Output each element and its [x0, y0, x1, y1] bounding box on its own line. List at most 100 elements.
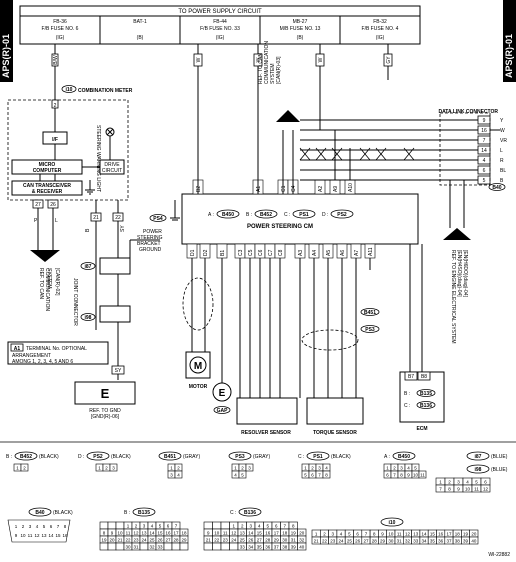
pscm-bottom-pin: C7 — [268, 249, 274, 256]
svg-text:26: 26 — [50, 202, 56, 208]
legend-pin: 38 — [455, 539, 461, 544]
e-ground — [212, 382, 232, 402]
resolver-wires — [239, 270, 281, 398]
svg-text:5: 5 — [43, 524, 46, 529]
legend-pin: 30 — [125, 545, 131, 550]
legend-color: (BLACK) — [53, 510, 73, 516]
meter-pin: 2 — [54, 103, 57, 109]
legend-connector-id: PS3 — [235, 454, 245, 460]
legend-pin: 31 — [133, 545, 139, 550]
legend-prefix: B : — [124, 510, 130, 516]
fuse-type: (IG) — [56, 35, 65, 41]
legend-pin: 1 — [170, 466, 173, 471]
e-ground-symbol: E — [219, 388, 226, 399]
legend-pin: 1 — [304, 466, 307, 471]
dlc-wire-color: R — [500, 158, 504, 164]
joint-tag-2-text: i98 — [85, 315, 92, 321]
legend-pin: 29 — [380, 539, 386, 544]
side-tab-left-text: APS(R)-01 — [1, 34, 11, 78]
legend-pin: 15 — [430, 532, 436, 537]
dlc-wire-color: W — [500, 128, 505, 134]
legend-pin: 37 — [446, 539, 452, 544]
svg-text:14: 14 — [48, 533, 54, 538]
legend-pin: 22 — [322, 539, 328, 544]
ecm-label: ECM — [416, 426, 427, 432]
legend-pin: 9 — [381, 532, 384, 537]
combination-meter-box — [7, 99, 129, 201]
ps4-tag-text: PS4 — [153, 216, 163, 222]
ref-can-left-3: [CAN(R)-02] — [54, 268, 60, 296]
pscm-tag-letter: B : — [246, 212, 252, 218]
meter-tag — [61, 85, 77, 93]
svg-text:2: 2 — [22, 524, 25, 529]
can-arrow-top — [276, 110, 300, 122]
dlc-pin: 4 — [483, 158, 486, 164]
fuse-type: (IG) — [376, 35, 385, 41]
dlc-pin: 14 — [481, 148, 487, 154]
legend-pin: 1 — [315, 532, 318, 537]
legend-pin: 3 — [112, 466, 115, 471]
svg-text:ARRANGEMENT: ARRANGEMENT — [12, 353, 51, 359]
legend-connector-id: B135 — [138, 510, 150, 516]
svg-text:P: P — [34, 218, 38, 224]
legend-pin: 7 — [365, 532, 368, 537]
legend-pin: 17 — [446, 532, 452, 537]
legend-pin: 7 — [318, 473, 321, 478]
gap-tag — [213, 406, 231, 414]
if-label: I/F — [52, 137, 58, 143]
legend-pin: 22 — [214, 538, 220, 543]
legend-pin: 10 — [214, 531, 220, 536]
legend-pin: 3 — [170, 473, 173, 478]
legend-pin: 4 — [258, 524, 261, 529]
ref-gnd-symbol: E — [101, 386, 110, 401]
power-supply-title: TO POWER SUPPLY CIRCUIT — [178, 9, 262, 15]
legend-pin: 11 — [474, 487, 479, 492]
svg-text:B: B — [85, 228, 91, 232]
svg-text:AMONG 1, 2, 3, 4, 5 AND 6: AMONG 1, 2, 3, 4, 5 AND 6 — [12, 359, 73, 365]
svg-text:W: W — [318, 57, 324, 62]
pscm-bottom-pin: C3 — [238, 249, 244, 256]
legend-pin: 28 — [372, 539, 378, 544]
side-tab-left — [0, 0, 13, 82]
legend-pin: 2 — [241, 524, 244, 529]
legend-pin: 19 — [101, 538, 107, 543]
legend-pin: 5 — [304, 473, 307, 478]
resolver-label: RESOLVER SENSOR — [241, 430, 291, 436]
pscm-top-pin: C4 — [291, 185, 297, 192]
legend-pin: 18 — [455, 532, 461, 537]
legend-pin: 40 — [471, 539, 477, 544]
svg-text:C :: C : — [404, 403, 410, 409]
legend-pin: 39 — [291, 545, 297, 550]
legend-pin: 29 — [274, 538, 280, 543]
svg-text:[CAN(R)-03]: [CAN(R)-03] — [276, 56, 282, 84]
svg-text:B7: B7 — [408, 374, 414, 380]
legend-pin: 3 — [457, 480, 460, 485]
legend-pin: 33 — [240, 545, 246, 550]
legend-color: (GRAY) — [253, 454, 270, 460]
svg-text:27: 27 — [35, 202, 41, 208]
legend-pin: 2 — [323, 532, 326, 537]
legend-pin: 1 — [234, 466, 237, 471]
joint-tag-2 — [80, 313, 96, 321]
joint-label: JOINT CONNECTOR — [72, 278, 78, 326]
fuse-type: (B) — [297, 35, 304, 41]
legend-pin: 8 — [292, 524, 295, 529]
legend-pin: 9 — [457, 487, 460, 492]
legend-pin: 1 — [16, 466, 19, 471]
legend-pin: 6 — [356, 532, 359, 537]
legend-pin: 10 — [413, 473, 419, 478]
legend-pin: 9 — [111, 531, 114, 536]
legend-pin: 24 — [141, 538, 147, 543]
motor-symbol: M — [194, 361, 202, 372]
legend-pin: 5 — [266, 524, 269, 529]
legend-pin: 2 — [448, 480, 451, 485]
legend-pin: 3 — [400, 466, 403, 471]
pscm-tag-letter: A : — [208, 212, 214, 218]
legend-pin: 10 — [117, 531, 123, 536]
legend-pin: 3 — [248, 466, 251, 471]
svg-text:[EN(H6DO)(diag)-04]: [EN(H6DO)(diag)-04] — [462, 250, 468, 298]
svg-text:L: L — [55, 218, 58, 224]
